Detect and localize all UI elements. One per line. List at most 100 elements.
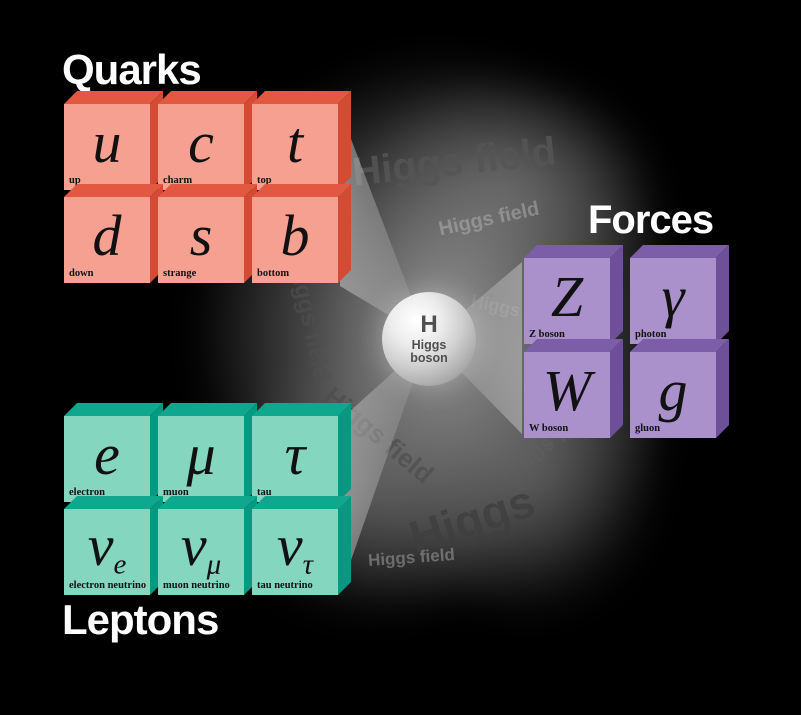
cube-front-face: t top: [252, 104, 338, 190]
cube-front-face: μ muon: [158, 416, 244, 502]
higgs-label: Higgs boson: [410, 337, 448, 365]
cube-front-face: νe electron neutrino: [64, 509, 150, 595]
particle-symbol: g: [658, 358, 688, 423]
cube-right-face: [610, 245, 623, 344]
cube-front-face: γ photon: [630, 258, 716, 344]
cube-top-face: [64, 91, 163, 104]
cube-front-face: νμ muon neutrino: [158, 509, 244, 595]
particle-symbol: e: [94, 422, 120, 487]
particle-symbol: μ: [186, 422, 216, 487]
particle-symbol: s: [189, 203, 213, 268]
cube-right-face: [716, 245, 729, 344]
cube-top-face: [252, 403, 351, 416]
particle-label: W boson: [529, 423, 569, 434]
particle-label: muon: [163, 487, 189, 498]
particle-label: up: [69, 175, 81, 186]
particle-label: electron neutrino: [69, 580, 147, 591]
cube-right-face: [338, 91, 351, 190]
cube-top-face: [64, 496, 163, 509]
higgs-boson-sphere: H Higgs boson: [382, 292, 476, 386]
symbol-base: ν: [276, 512, 303, 578]
particle-label: strange: [163, 268, 197, 279]
cube-z-boson: Z Z boson: [524, 245, 623, 344]
particle-symbol: t: [286, 110, 304, 175]
cube-top-face: [252, 91, 351, 104]
beam-forces: [430, 262, 522, 434]
particle-symbol: γ: [661, 264, 685, 329]
particle-symbol: νμ: [181, 516, 222, 588]
cube-top-face: [158, 403, 257, 416]
cube-charm: c charm: [158, 91, 257, 190]
particle-label: charm: [163, 175, 193, 186]
cube-top-face: [524, 339, 623, 352]
particle-label: tau: [257, 487, 272, 498]
cube-muon-neutrino: νμ muon neutrino: [158, 496, 257, 595]
particle-symbol: c: [188, 110, 214, 175]
cube-top-face: [252, 184, 351, 197]
quarks-title: Quarks: [62, 46, 202, 93]
higgs-symbol: H: [420, 310, 438, 338]
cube-top-face: [158, 91, 257, 104]
cube-right-face: [610, 339, 623, 438]
cube-top-face: [158, 496, 257, 509]
cube-tau-neutrino: ντ tau neutrino: [252, 496, 351, 595]
cube-electron-neutrino: νe electron neutrino: [64, 496, 163, 595]
cube-front-face: d down: [64, 197, 150, 283]
particle-symbol: Z: [550, 264, 584, 329]
particle-label: bottom: [257, 268, 290, 279]
cube-down: d down: [64, 184, 163, 283]
cube-top-face: [64, 184, 163, 197]
cube-front-face: τ tau: [252, 416, 338, 502]
cube-electron: e electron: [64, 403, 163, 502]
cube-tau: τ tau: [252, 403, 351, 502]
cube-top-face: [630, 339, 729, 352]
cube-top-face: [158, 184, 257, 197]
particle-label: down: [69, 268, 94, 279]
beam-quarks: [340, 110, 427, 338]
beam-leptons: [340, 342, 427, 592]
cube-gluon: g gluon: [630, 339, 729, 438]
particle-label: Z boson: [529, 329, 565, 340]
particle-symbol: ντ: [277, 516, 314, 588]
cube-top-face: [524, 245, 623, 258]
cube-top-face: [252, 496, 351, 509]
particle-symbol: W: [542, 358, 592, 423]
cube-top-face: [64, 403, 163, 416]
cube-front-face: Z Z boson: [524, 258, 610, 344]
cube-front-face: ντ tau neutrino: [252, 509, 338, 595]
particle-label: muon neutrino: [163, 580, 230, 591]
symbol-subscript: τ: [302, 548, 314, 581]
cube-top-face: [630, 245, 729, 258]
particle-symbol: d: [92, 203, 122, 268]
cube-right-face: [716, 339, 729, 438]
cube-top-quark: t top: [252, 91, 351, 190]
symbol-subscript: e: [113, 548, 127, 581]
cube-right-face: [338, 403, 351, 502]
cube-front-face: e electron: [64, 416, 150, 502]
particle-symbol: u: [92, 110, 122, 175]
symbol-base: ν: [180, 512, 207, 578]
cube-right-face: [338, 184, 351, 283]
particle-symbol: b: [280, 203, 310, 268]
particle-label: top: [257, 175, 272, 186]
particle-label: photon: [635, 329, 667, 340]
particle-symbol: τ: [284, 422, 306, 487]
symbol-base: ν: [87, 512, 114, 578]
cube-front-face: c charm: [158, 104, 244, 190]
cube-up: u up: [64, 91, 163, 190]
cube-front-face: g gluon: [630, 352, 716, 438]
leptons-title: Leptons: [62, 596, 219, 643]
cube-front-face: s strange: [158, 197, 244, 283]
cube-w-boson: W W boson: [524, 339, 623, 438]
cube-right-face: [338, 496, 351, 595]
particle-label: tau neutrino: [257, 580, 313, 591]
particle-label: gluon: [635, 423, 661, 434]
particle-symbol: νe: [88, 516, 127, 588]
particle-label: electron: [69, 487, 105, 498]
symbol-subscript: μ: [206, 548, 222, 581]
cube-front-face: u up: [64, 104, 150, 190]
cube-front-face: W W boson: [524, 352, 610, 438]
forces-title: Forces: [588, 198, 714, 242]
cube-strange: s strange: [158, 184, 257, 283]
